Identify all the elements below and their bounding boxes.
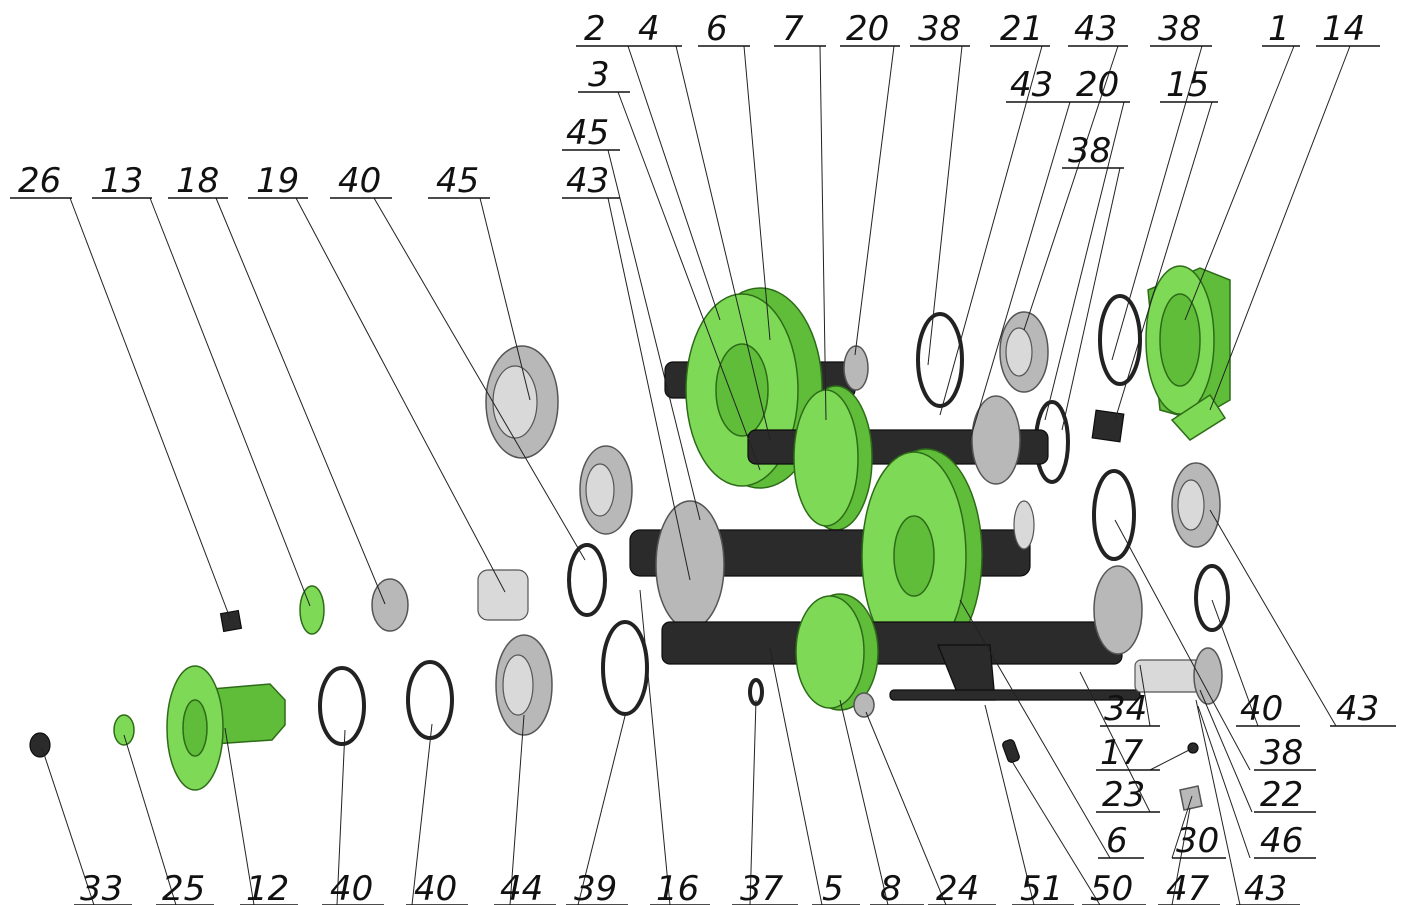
callout-label: 44 <box>500 869 543 905</box>
callout-label: 30 <box>1176 821 1219 861</box>
plug-24-part <box>853 692 875 718</box>
callout-label: 15 <box>1166 65 1209 105</box>
bearing-43-right <box>1171 462 1221 548</box>
cover-part <box>1145 265 1231 441</box>
callout-label: 38 <box>1068 131 1111 171</box>
callout-label: 45 <box>566 113 609 153</box>
callout-label: 38 <box>918 9 961 49</box>
bearing-43-left <box>579 445 633 535</box>
callout-label: 5 <box>822 869 844 905</box>
callout-label: 34 <box>1104 689 1147 729</box>
parts-drawing <box>29 265 1231 811</box>
gear-lower <box>795 593 879 711</box>
seal-part-2 <box>406 660 454 740</box>
callouts-bottom-row: 33 25 12 40 40 44 39 16 37 5 8 24 51 50 … <box>74 869 1300 905</box>
lower-shaft <box>661 565 1143 665</box>
callout-label: 46 <box>1260 821 1303 861</box>
callout-label: 20 <box>846 9 889 49</box>
callout-label: 3 <box>588 55 610 95</box>
callout-label: 22 <box>1260 775 1303 815</box>
callout-label: 40 <box>414 869 457 905</box>
callout-label: 45 <box>436 161 479 201</box>
callout-label: 43 <box>1244 869 1287 905</box>
callout-label: 40 <box>338 161 381 201</box>
gear-large-lower <box>861 448 983 662</box>
callout-label: 13 <box>100 161 143 201</box>
callout-label: 43 <box>1010 65 1053 105</box>
callout-label: 33 <box>80 869 123 905</box>
callout-label: 26 <box>18 161 61 201</box>
seal-part <box>318 666 366 746</box>
key-part <box>219 609 243 633</box>
callout-label: 12 <box>246 869 289 905</box>
retaining-ring-part <box>916 312 964 408</box>
callout-label: 7 <box>782 9 804 49</box>
seal-part-4 <box>1194 564 1230 632</box>
callout-label: 4 <box>638 9 660 49</box>
seal-part-3 <box>567 543 607 617</box>
screw-50-part <box>1002 739 1020 763</box>
block-15-part <box>1091 409 1125 443</box>
bearing-45-upper <box>485 345 559 459</box>
callouts-upper-rows: 3 43 20 15 45 38 43 <box>562 55 1218 201</box>
gear-middle <box>793 385 873 531</box>
callout-label: 24 <box>936 869 979 905</box>
callout-label: 38 <box>1158 9 1201 49</box>
callouts-right-column: 34 40 43 17 38 23 22 6 46 30 <box>1096 689 1396 861</box>
callout-label: 40 <box>330 869 373 905</box>
callout-label: 14 <box>1322 9 1365 49</box>
washer-13-part <box>299 585 325 635</box>
callout-label: 18 <box>176 161 219 201</box>
callout-label: 21 <box>1000 9 1043 49</box>
callout-label: 43 <box>1074 9 1117 49</box>
callout-label: 47 <box>1166 869 1210 905</box>
callout-label: 2 <box>584 9 606 49</box>
callouts-left-row: 26 13 18 19 40 45 <box>10 161 490 201</box>
callout-label: 43 <box>566 161 609 201</box>
callout-label: 1 <box>1268 9 1290 49</box>
callout-label: 6 <box>1106 821 1128 861</box>
callout-label: 38 <box>1260 733 1303 773</box>
callout-label: 23 <box>1102 775 1145 815</box>
bushing-part <box>371 578 409 632</box>
bearing-43-top <box>999 311 1049 393</box>
retaining-ring-part-3 <box>1092 469 1136 561</box>
washer-part <box>113 714 135 746</box>
callouts-top-row: 2 4 6 7 20 38 21 43 38 1 14 <box>576 9 1380 49</box>
flange-part <box>166 665 286 791</box>
callout-label: 39 <box>574 869 617 905</box>
callout-label: 8 <box>880 869 902 905</box>
nut-part <box>29 732 51 758</box>
callout-label: 37 <box>740 869 784 905</box>
callout-label: 43 <box>1336 689 1379 729</box>
callout-label: 50 <box>1090 869 1133 905</box>
callout-label: 17 <box>1100 733 1144 773</box>
callout-label: 6 <box>706 9 728 49</box>
retaining-ring-part-2 <box>1098 294 1142 386</box>
bearing-44 <box>495 634 553 736</box>
leader-lines <box>41 45 1351 905</box>
callout-label: 25 <box>162 869 205 905</box>
callout-label: 20 <box>1076 65 1119 105</box>
callout-label: 19 <box>256 161 299 201</box>
callout-label: 51 <box>1020 869 1063 905</box>
sleeve-part <box>477 569 529 621</box>
callout-label: 40 <box>1240 689 1283 729</box>
callout-label: 16 <box>656 869 699 905</box>
retaining-ring-part-4 <box>601 620 649 716</box>
